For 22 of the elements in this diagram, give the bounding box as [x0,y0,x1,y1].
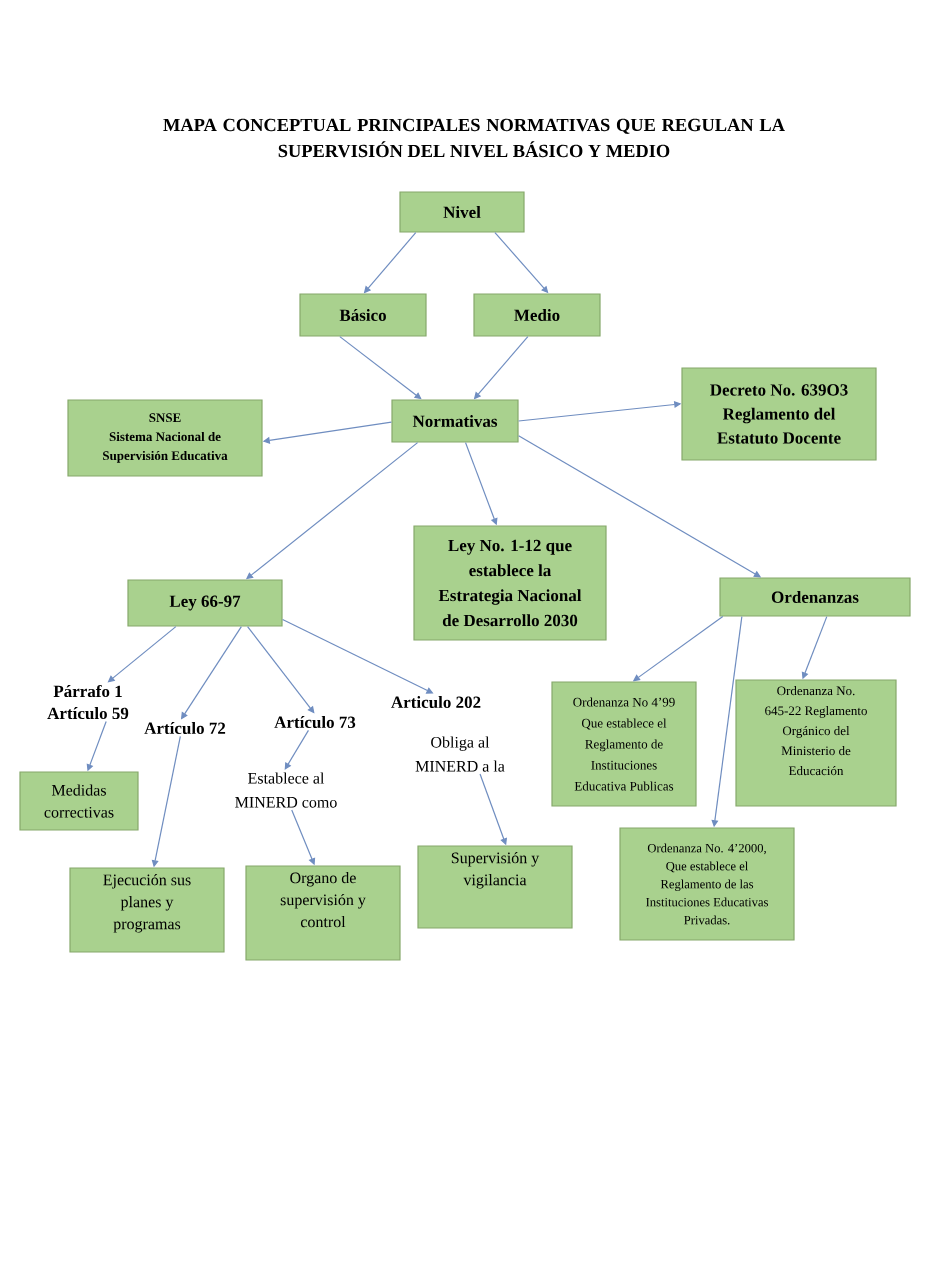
arrow [284,729,310,770]
concept-label: Párrafo 1 Artículo 59 [47,684,129,720]
concept-box: Ley 66-97 [127,579,283,627]
concept-label: Articulo 202 [391,696,481,708]
concept-box: Básico [299,293,427,337]
concept-box: Medio [473,293,601,337]
concept-box: Organo de supervisión y control [245,865,401,961]
concept-box: Ordenanzas [719,577,911,617]
concept-box: Nivel [399,191,525,233]
concept-label: Establece al MINERD como [235,772,337,808]
concept-box: Supervisión y vigilancia [417,845,573,929]
arrow [339,336,422,400]
concept-box: Normativas [391,399,519,443]
concept-box: Ejecución sus planes y programas [69,867,225,953]
concept-label: Artículo 72 [144,722,226,735]
concept-box: Medidas correctivas [19,771,139,831]
concept-label: Artículo 73 [274,716,356,729]
concept-label: Obliga al MINERD a la [415,736,505,772]
title: MAPA CONCEPTUAL PRINCIPALES NORMATIVAS QUE REGULAN LA SUPERVISIÓN DEL NIVEL BÁSICO Y MEDIO [163,118,785,158]
concept-box: Decreto No. 639O3 Reglamento del Estatuto Docente [681,367,877,461]
concept-box: Ley No. 1-12 que establece la Estrategia Nacional de Desarrollo 2030 [413,525,607,641]
arrow [247,626,315,714]
